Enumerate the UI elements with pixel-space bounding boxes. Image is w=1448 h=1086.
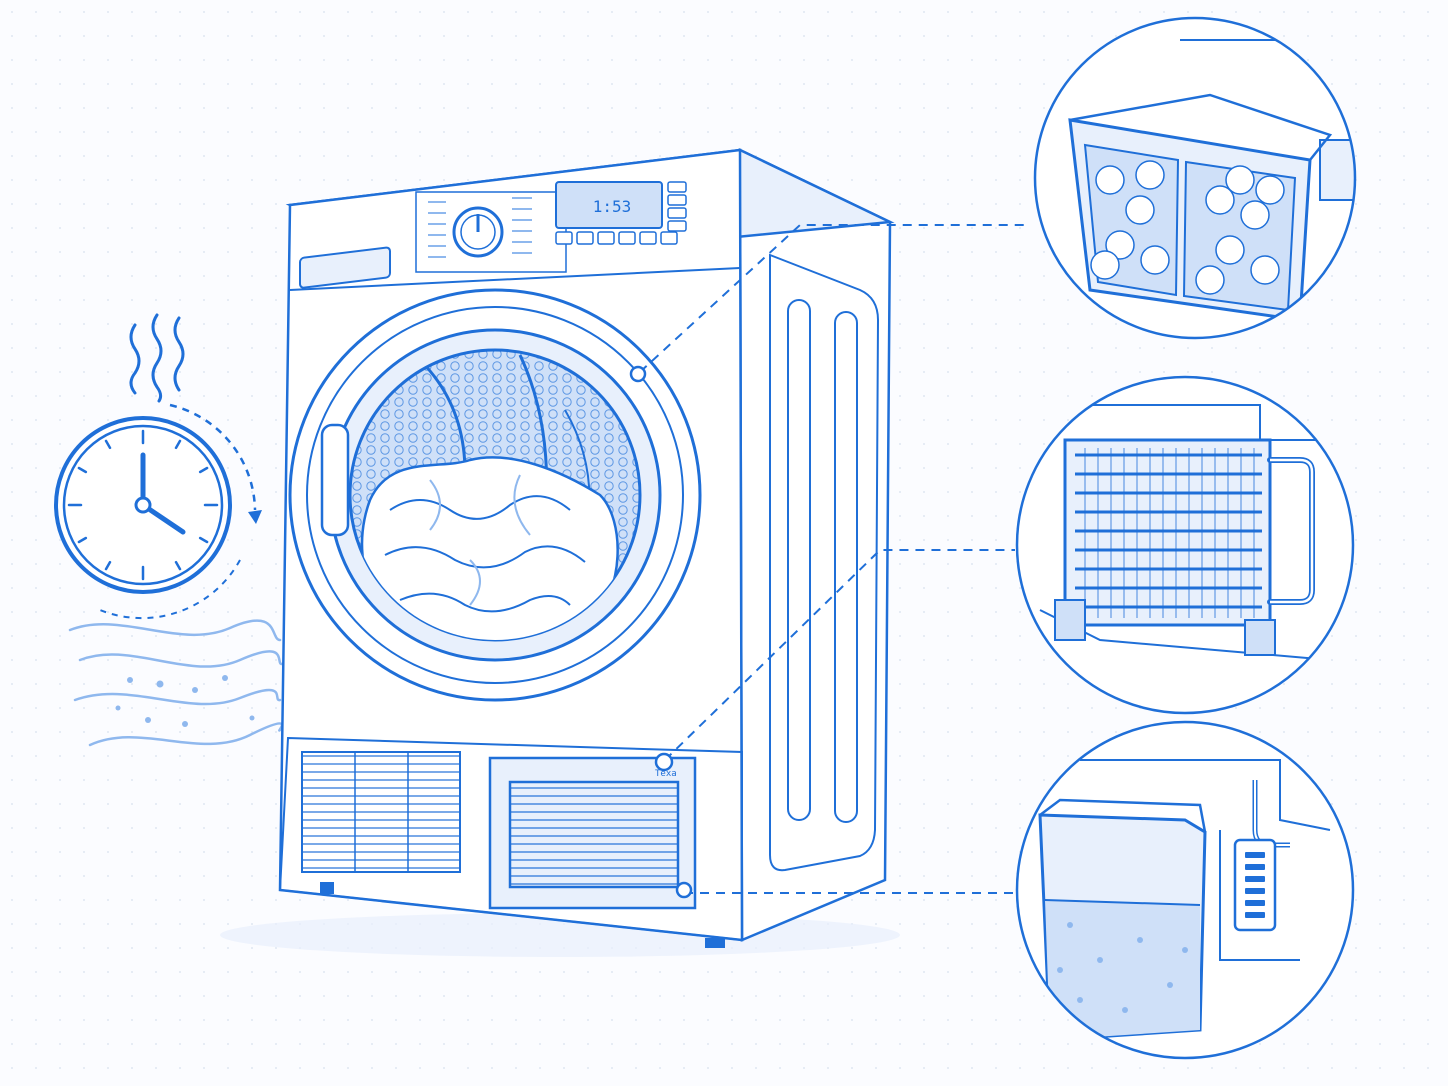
callout-lines xyxy=(639,224,1030,894)
laundry-pile xyxy=(360,456,619,640)
clock-tick xyxy=(198,536,209,544)
panel-button xyxy=(667,181,687,193)
drum-interior xyxy=(350,350,640,640)
lint-clump xyxy=(1140,245,1170,275)
panel-button xyxy=(555,231,573,245)
foot-right xyxy=(705,938,725,948)
water-tank-detail xyxy=(1015,720,1355,1060)
lint-clump xyxy=(1225,165,1255,195)
condenser-coil xyxy=(509,781,679,888)
lint-filter-detail xyxy=(1033,16,1357,340)
panel-button xyxy=(660,231,678,245)
panel-button xyxy=(667,220,687,232)
tank-indicator-slot xyxy=(1245,900,1265,906)
vent-tag: Texa xyxy=(655,769,677,779)
door xyxy=(288,288,702,702)
detergent-drawer xyxy=(299,246,391,289)
panel-button xyxy=(639,231,657,245)
clock-tick xyxy=(104,560,112,571)
clock-tick xyxy=(174,560,182,571)
dryer-base: Texa xyxy=(278,736,743,948)
water-bubble xyxy=(1122,1007,1128,1013)
lint-clump xyxy=(1135,160,1165,190)
clock-tick xyxy=(198,466,209,474)
lint-clump xyxy=(1215,235,1245,265)
water-bubble xyxy=(1077,997,1083,1003)
tank-indicator-slot xyxy=(1245,864,1265,870)
lint-clump xyxy=(1250,255,1280,285)
tank-indicator-slot xyxy=(1245,876,1265,882)
tank-indicator-slot xyxy=(1245,912,1265,918)
lint-clump xyxy=(1195,265,1225,295)
vent-grille xyxy=(301,751,461,873)
water-bubble xyxy=(1137,937,1143,943)
water-bubble xyxy=(1067,922,1073,928)
cycle-arrow-icon xyxy=(99,403,262,620)
lint-clump xyxy=(1240,200,1270,230)
lint-clump xyxy=(1105,230,1135,260)
tank-indicator-slot xyxy=(1245,888,1265,894)
condenser-base-marker xyxy=(675,881,693,899)
lint-clump xyxy=(1205,185,1235,215)
heat-waves-icon xyxy=(129,313,185,403)
lint-clump xyxy=(1090,250,1120,280)
water-bubble xyxy=(1057,967,1063,973)
lint-clump xyxy=(1125,195,1155,225)
lint-clump xyxy=(1255,175,1285,205)
panel-button xyxy=(576,231,594,245)
panel-button xyxy=(667,194,687,206)
panel-button xyxy=(618,231,636,245)
door-ring-marker xyxy=(629,365,647,383)
foot-left xyxy=(320,882,334,894)
door-handle xyxy=(320,423,350,537)
heat-exchanger-detail xyxy=(1015,375,1355,715)
clock-tick xyxy=(77,536,88,544)
water-bubble xyxy=(1097,957,1103,963)
water-bubble xyxy=(1167,982,1173,988)
lint-clump xyxy=(1095,165,1125,195)
control-panel: 1:53 xyxy=(299,181,687,289)
water-bubble xyxy=(1182,947,1188,953)
display-readout: 1:53 xyxy=(593,197,632,216)
condenser-panel-marker xyxy=(654,752,674,772)
panel-button xyxy=(597,231,615,245)
clock-icon xyxy=(54,416,232,594)
tank-indicator-slot xyxy=(1245,852,1265,858)
display-screen xyxy=(555,181,663,229)
clock-tick xyxy=(104,439,112,450)
callout-markers xyxy=(629,365,693,899)
callout-lint-filter xyxy=(639,224,1030,373)
clock-tick xyxy=(174,439,182,450)
clock-tick xyxy=(77,466,88,474)
callout-heat-exchanger xyxy=(664,549,1015,761)
panel-button xyxy=(667,207,687,219)
